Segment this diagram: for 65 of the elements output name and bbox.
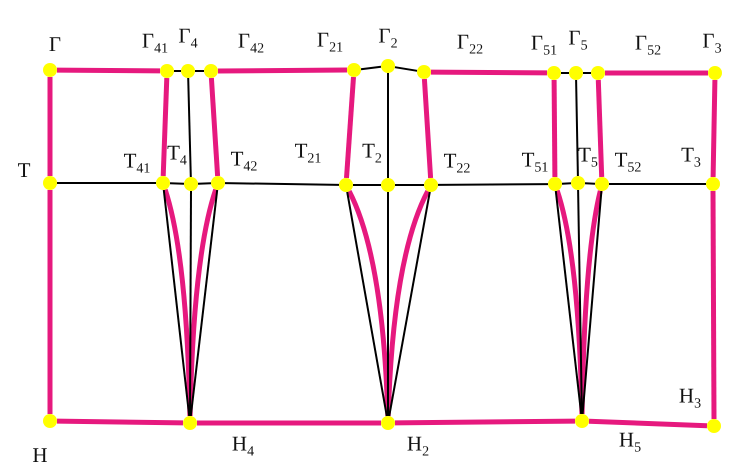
line	[561, 72, 569, 74]
point-label: Г$_{2}$	[378, 24, 398, 54]
line	[208, 78, 220, 176]
line	[170, 182, 184, 185]
point-label: Н$_{2}$	[406, 432, 430, 462]
line	[187, 78, 192, 178]
line	[552, 80, 558, 178]
point-label: Т	[18, 159, 30, 181]
line	[422, 78, 434, 178]
point-label: Т$_{2}$	[362, 139, 382, 169]
point-label: Т$_{5}$	[578, 143, 598, 173]
line	[56, 68, 160, 74]
point-label: Г$_{42}$	[238, 29, 264, 59]
line	[583, 72, 591, 74]
point-label: Г$_{4}$	[178, 24, 198, 54]
line	[197, 420, 381, 426]
point-label: Н$_{3}$	[678, 384, 702, 414]
line	[605, 70, 708, 76]
point-label: Г$_{22}$	[456, 30, 484, 60]
line	[353, 184, 381, 186]
point-label: Н$_{4}$	[232, 432, 254, 462]
point-label: Т$_{3}$	[681, 143, 701, 173]
line	[710, 190, 716, 420]
line	[596, 80, 604, 178]
point-label: Г$_{21}$	[316, 28, 344, 58]
line	[160, 78, 170, 176]
line	[174, 70, 181, 72]
point-label: Н	[32, 444, 48, 466]
point-label: Т$_{4}$	[167, 141, 187, 171]
point-label: Т$_{52}$	[614, 148, 642, 178]
line	[710, 80, 718, 178]
line	[394, 66, 418, 72]
line	[195, 70, 204, 72]
point-label: Т$_{22}$	[444, 149, 470, 179]
line	[224, 182, 340, 186]
line	[387, 192, 389, 416]
point-label: Г	[48, 33, 62, 55]
point-label: Т$_{41}$	[124, 149, 150, 179]
line	[344, 76, 356, 178]
line	[56, 418, 184, 426]
line	[588, 418, 708, 428]
line	[584, 182, 596, 185]
line	[48, 190, 52, 414]
point-label: Н$_{5}$	[618, 428, 642, 458]
point-label: Г$_{52}$	[634, 31, 662, 61]
line	[575, 80, 579, 176]
line	[198, 182, 212, 185]
line	[218, 68, 348, 74]
line	[48, 77, 52, 176]
point-label: Т$_{21}$	[294, 139, 322, 169]
point-label: Т$_{51}$	[522, 148, 548, 178]
line	[394, 418, 576, 426]
line	[562, 182, 572, 185]
line	[438, 183, 548, 186]
point-label: Г$_{51}$	[530, 31, 558, 61]
line	[57, 182, 156, 184]
point-label: Т$_{42}$	[230, 147, 258, 177]
point-label: Г$_{5}$	[568, 26, 588, 56]
line	[395, 184, 424, 186]
point-label: Г$_{3}$	[702, 29, 722, 59]
line	[430, 70, 548, 76]
line	[360, 66, 382, 70]
line	[387, 73, 389, 178]
line	[609, 183, 706, 185]
point-label: Г$_{41}$	[142, 29, 168, 59]
